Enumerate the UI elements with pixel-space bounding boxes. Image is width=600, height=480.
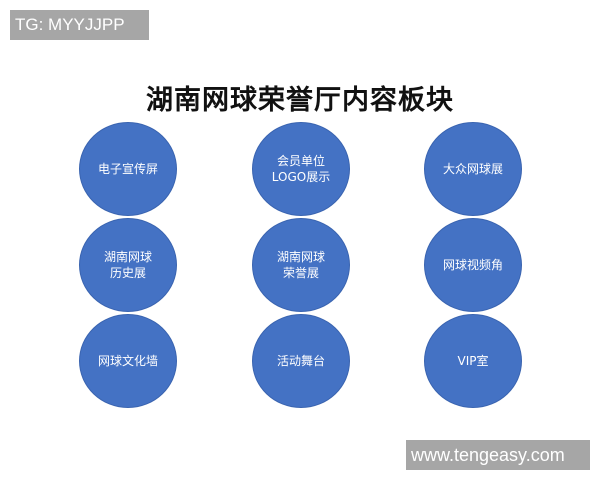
node-label: 大众网球展 bbox=[442, 162, 503, 176]
node-label: 活动舞台 bbox=[276, 354, 325, 368]
node-label: 网球文化墙 bbox=[97, 354, 158, 368]
diagram-title: 湖南网球荣誉厅内容板块 bbox=[146, 85, 454, 116]
node-hunan-history: 湖南网球 历史展 bbox=[79, 218, 177, 312]
watermark-url: www.tengeasy.com bbox=[406, 440, 590, 470]
node-public-tennis-exhibit: 大众网球展 bbox=[424, 122, 522, 216]
node-label: 历史展 bbox=[109, 266, 146, 280]
node-label: 电子宣传屏 bbox=[97, 162, 158, 176]
node-electronic-screen: 电子宣传屏 bbox=[79, 122, 177, 216]
node-hunan-honors: 湖南网球 荣誉展 bbox=[252, 218, 350, 312]
top-tag-label: TG: MYYJJPP bbox=[10, 10, 149, 40]
node-video-corner: 网球视频角 bbox=[424, 218, 522, 312]
node-culture-wall: 网球文化墙 bbox=[79, 314, 177, 408]
node-member-logo: 会员单位 LOGO展示 bbox=[252, 122, 350, 216]
node-label: 荣誉展 bbox=[282, 266, 319, 280]
node-label: VIP室 bbox=[457, 354, 489, 368]
node-label: LOGO展示 bbox=[271, 170, 331, 184]
node-label: 湖南网球 bbox=[276, 250, 325, 264]
node-vip-room: VIP室 bbox=[424, 314, 522, 408]
node-label: 湖南网球 bbox=[103, 250, 152, 264]
node-event-stage: 活动舞台 bbox=[252, 314, 350, 408]
node-label: 会员单位 bbox=[276, 154, 325, 168]
node-label: 网球视频角 bbox=[442, 258, 503, 272]
